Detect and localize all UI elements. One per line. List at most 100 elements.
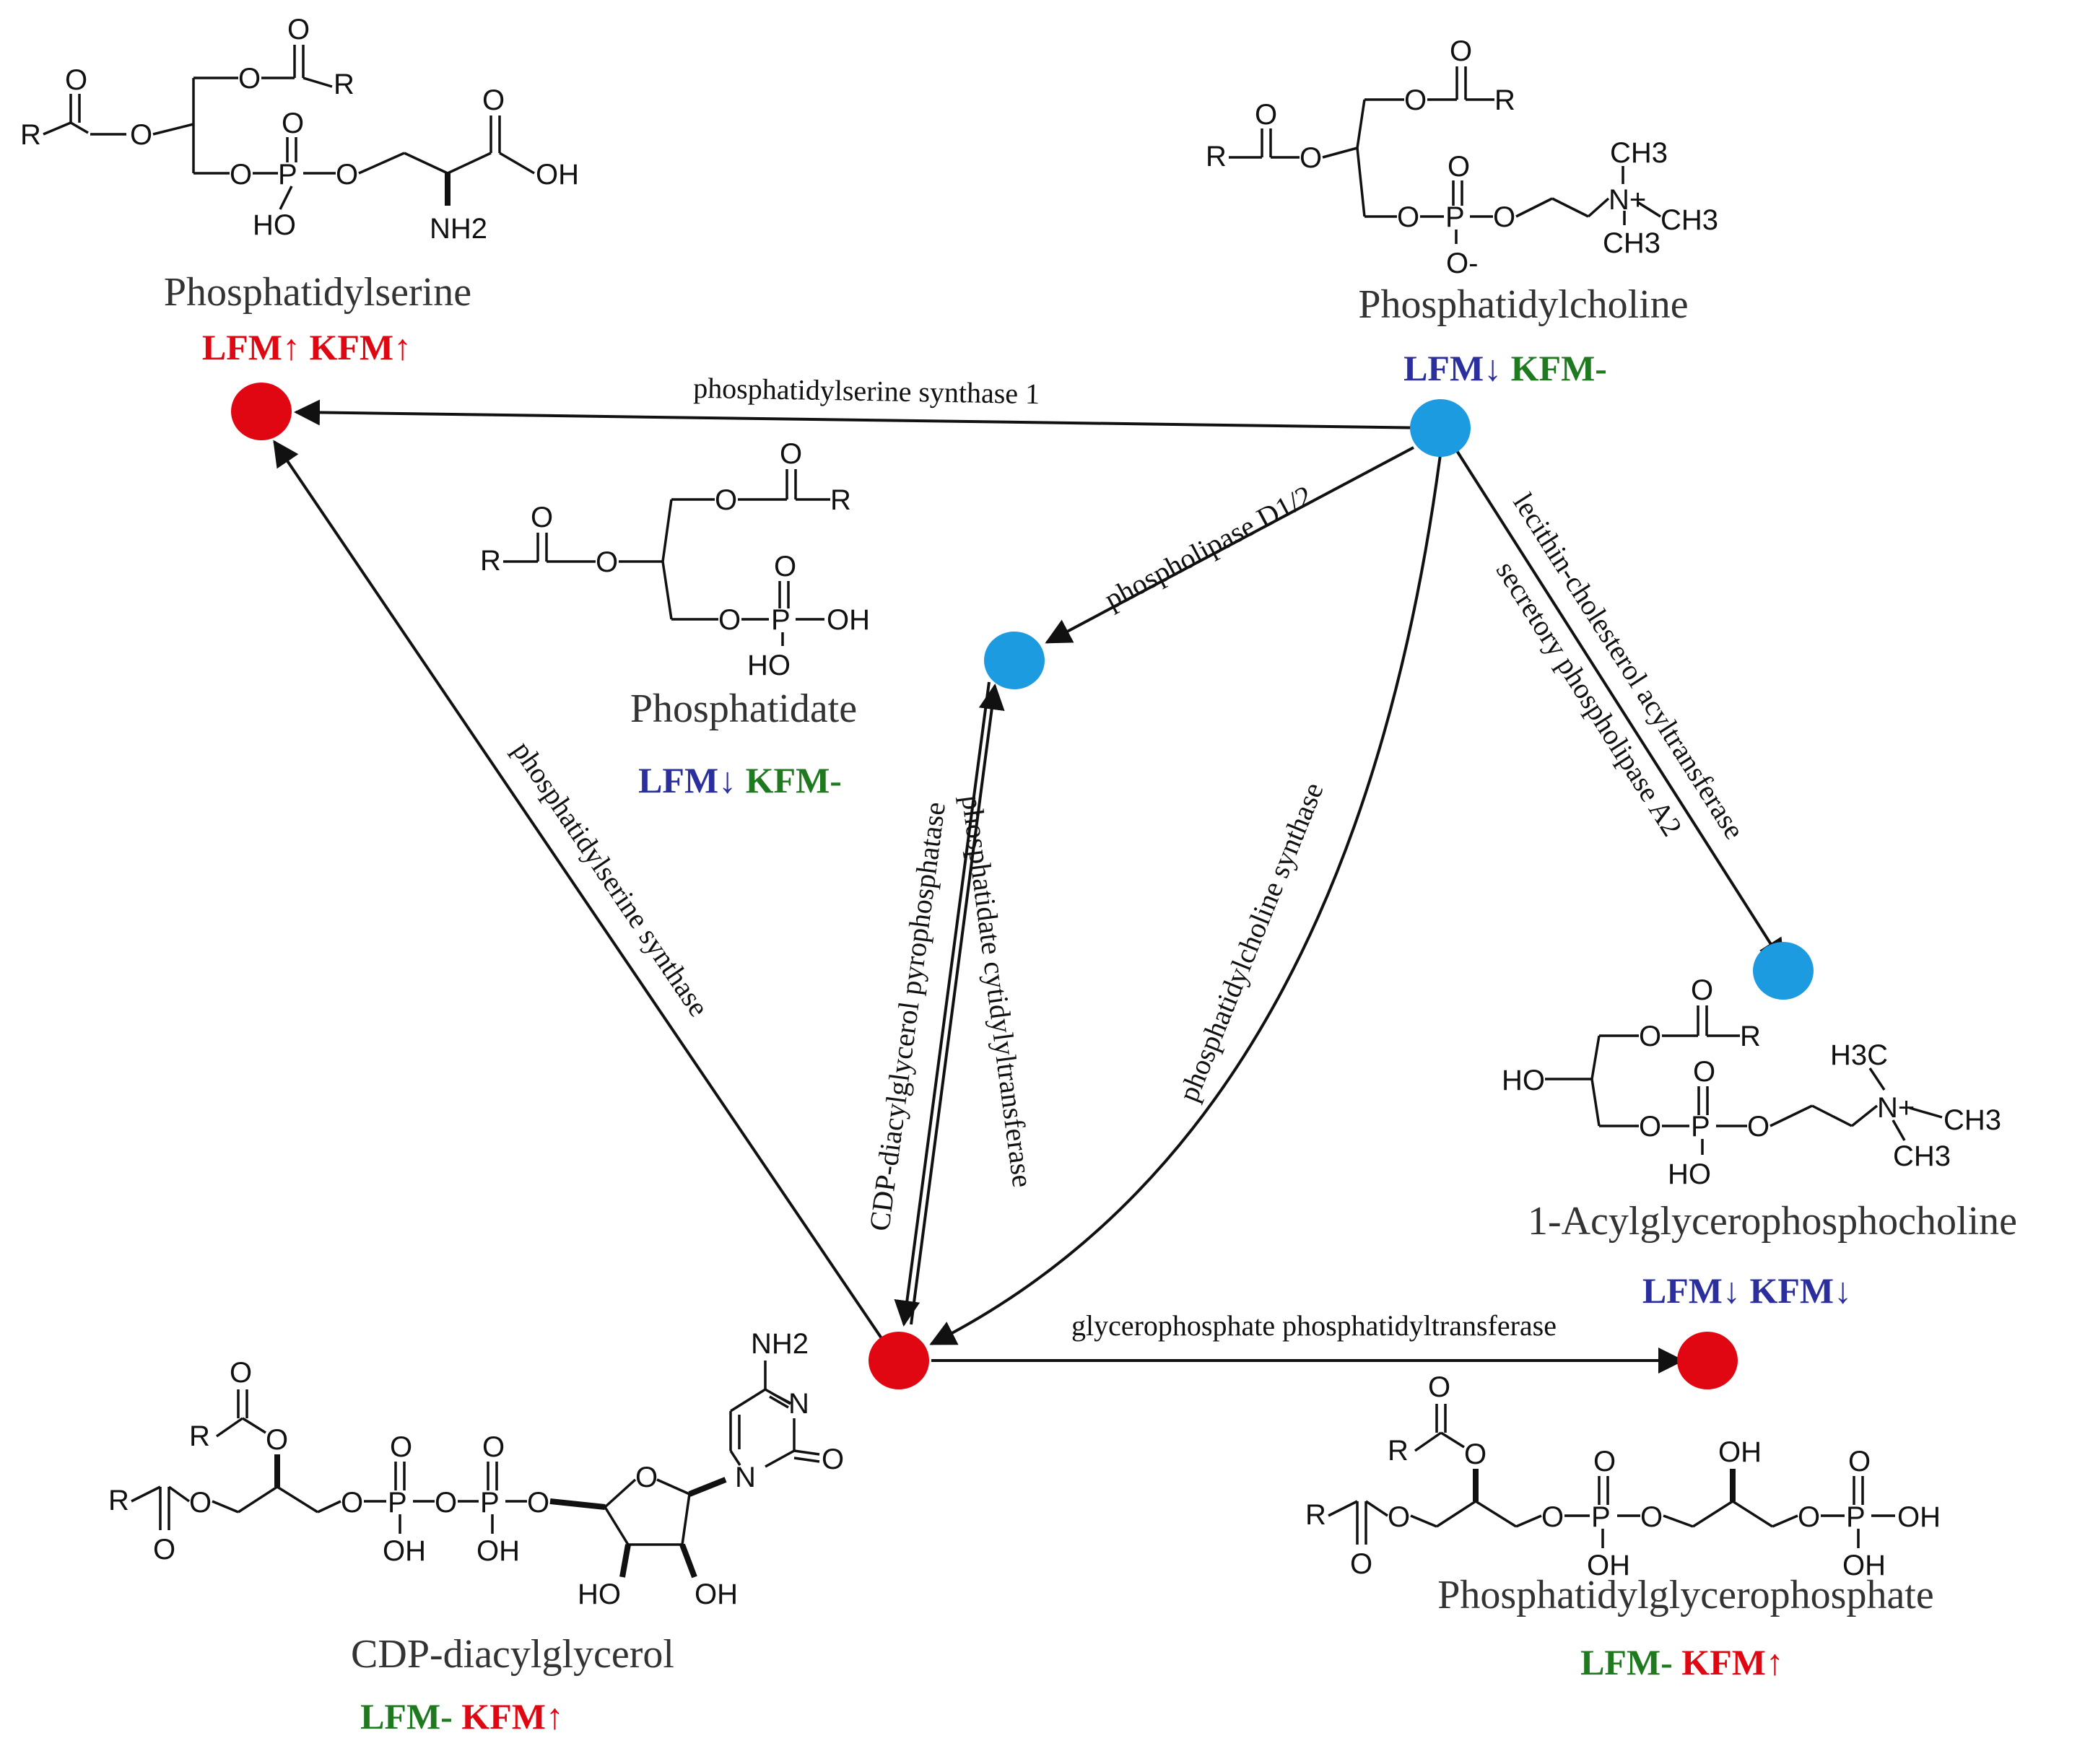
metabolite-nodes (231, 383, 1814, 1389)
svg-text:O: O (718, 604, 741, 636)
edge-pc-to-ps (294, 399, 1434, 429)
svg-text:O: O (65, 64, 87, 96)
svg-text:HO: HO (1502, 1065, 1545, 1096)
svg-text:P: P (388, 1487, 407, 1519)
svg-text:H3C: H3C (1830, 1039, 1888, 1071)
svg-text:O: O (336, 159, 358, 191)
name-phosphatidylcholine: Phosphatidylcholine (1358, 282, 1688, 327)
svg-text:O: O (1798, 1501, 1820, 1533)
name-acylglycerophosphocholine: 1-Acylglycerophosphocholine (1528, 1199, 2017, 1244)
node-acylglycerophosphocholine[interactable] (1753, 942, 1814, 1000)
svg-text:N+: N+ (1877, 1092, 1915, 1124)
edge-pc-to-cdpdag (929, 454, 1442, 1345)
svg-text:O: O (1255, 99, 1277, 131)
svg-text:CH3: CH3 (1603, 227, 1660, 259)
svg-text:O: O (774, 551, 796, 582)
svg-text:O: O (715, 484, 737, 516)
svg-text:OH: OH (1897, 1501, 1941, 1533)
svg-text:O-: O- (1446, 248, 1478, 279)
node-phosphatidylserine[interactable] (231, 383, 292, 440)
svg-text:O: O (435, 1487, 457, 1519)
edge-cdpdag-to-pa (910, 684, 1005, 1325)
svg-text:OH: OH (383, 1535, 426, 1567)
svg-text:R: R (1206, 141, 1227, 173)
node-phosphatidylglycerophosphate[interactable] (1677, 1332, 1738, 1389)
svg-text:CH3: CH3 (1610, 137, 1668, 169)
svg-text:O: O (282, 108, 304, 139)
svg-text:HO: HO (747, 650, 791, 681)
svg-text:CH3: CH3 (1943, 1104, 2001, 1136)
node-phosphatidate[interactable] (984, 632, 1045, 689)
svg-text:O: O (1397, 201, 1419, 233)
svg-text:O: O (1639, 1111, 1661, 1143)
svg-text:O: O (1448, 151, 1470, 183)
cytosine-n3: N (788, 1388, 809, 1420)
svg-text:NH2: NH2 (751, 1328, 809, 1360)
reaction-edges (273, 399, 1785, 1374)
level-phosphatidate: LFM↓ KFM- (638, 760, 842, 800)
enzyme-pa-cytidylyltransferase: phosphatidate cytidylyltransferase (955, 793, 1039, 1189)
structure-phosphatidate: R O O O O R O P O OH HO (480, 438, 870, 681)
svg-text:R: R (108, 1485, 129, 1516)
svg-text:P: P (1846, 1501, 1866, 1533)
svg-text:O: O (596, 546, 618, 578)
svg-text:O: O (1388, 1501, 1410, 1533)
svg-text:P: P (1691, 1111, 1710, 1143)
svg-text:OH: OH (476, 1535, 520, 1567)
enzyme-pld: phospholipase D1/2 (1099, 479, 1318, 615)
structure-phosphatidylcholine: R O O O O R O P O O- O N+ CH3 CH3 CH3 (1206, 35, 1718, 279)
svg-text:O: O (153, 1534, 175, 1566)
svg-text:O: O (1404, 84, 1427, 116)
structure-phosphatidylserine: R O O O O R O P O HO O O OH NH2 (20, 14, 579, 245)
structure-cdp-diacylglycerol: O R O R O O O P O OH O P O OH O (108, 1328, 844, 1610)
svg-text:O: O (482, 84, 505, 116)
svg-text:O: O (189, 1487, 212, 1519)
edge-pc-to-lpc (1453, 446, 1785, 966)
enzyme-cdp-dag-pyrophosphatase: CDP-diacylglycerol pyrophosphatase (863, 800, 952, 1233)
svg-text:O: O (1848, 1446, 1871, 1477)
name-phosphatidylglycerophosphate: Phosphatidylglycerophosphate (1437, 1573, 1933, 1617)
svg-text:O: O (1691, 974, 1713, 1006)
svg-text:P: P (1445, 201, 1465, 233)
svg-text:O: O (238, 63, 261, 95)
svg-text:HO: HO (1668, 1158, 1711, 1190)
enzyme-ps-synthase-1: phosphatidylserine synthase 1 (693, 372, 1040, 410)
svg-text:P: P (771, 604, 791, 636)
level-acylglycerophosphocholine: LFM↓ KFM↓ (1642, 1270, 1852, 1311)
level-cdp-diacylglycerol: LFM- KFM↑ (360, 1696, 564, 1737)
enzyme-labels: phosphatidylserine synthase 1 phospholip… (506, 372, 1751, 1342)
svg-text:O: O (531, 502, 553, 533)
svg-text:O: O (130, 119, 152, 151)
svg-text:O: O (1593, 1446, 1616, 1477)
name-cdp-diacylglycerol: CDP-diacylglycerol (351, 1632, 674, 1677)
level-phosphatidylserine: LFM↑ KFM↑ (202, 327, 412, 367)
structure-acylglycerophosphocholine: O O R HO O P O HO O N+ H3C CH3 CH3 (1502, 974, 2001, 1190)
svg-text:R: R (480, 545, 501, 577)
svg-text:OH: OH (536, 159, 579, 191)
node-phosphatidylcholine[interactable] (1410, 399, 1471, 457)
svg-text:R: R (189, 1420, 210, 1452)
svg-text:O: O (1541, 1501, 1564, 1533)
edge-pc-to-pa (1045, 446, 1414, 644)
svg-text:OH: OH (1587, 1550, 1630, 1581)
svg-text:O: O (1493, 201, 1515, 233)
svg-text:O: O (1640, 1501, 1663, 1533)
cytosine-n1: N (735, 1462, 756, 1493)
node-cdp-diacylglycerol[interactable] (869, 1332, 929, 1389)
svg-text:O: O (1450, 35, 1472, 67)
svg-text:OH: OH (1842, 1550, 1886, 1581)
svg-text:O: O (482, 1431, 505, 1463)
svg-text:P: P (1591, 1501, 1611, 1533)
svg-text:R: R (20, 119, 41, 151)
svg-text:O: O (1300, 142, 1322, 174)
name-phosphatidylserine: Phosphatidylserine (164, 270, 471, 315)
svg-text:P: P (278, 159, 297, 191)
svg-text:HO: HO (578, 1579, 621, 1610)
svg-text:R: R (1305, 1499, 1326, 1531)
svg-text:OH: OH (1718, 1436, 1762, 1468)
structure-phosphatidylglycerophosphate: O R O R O O O P O OH O OH O P O (1305, 1371, 1941, 1581)
svg-text:R: R (1740, 1021, 1761, 1052)
svg-text:O: O (230, 1357, 252, 1389)
